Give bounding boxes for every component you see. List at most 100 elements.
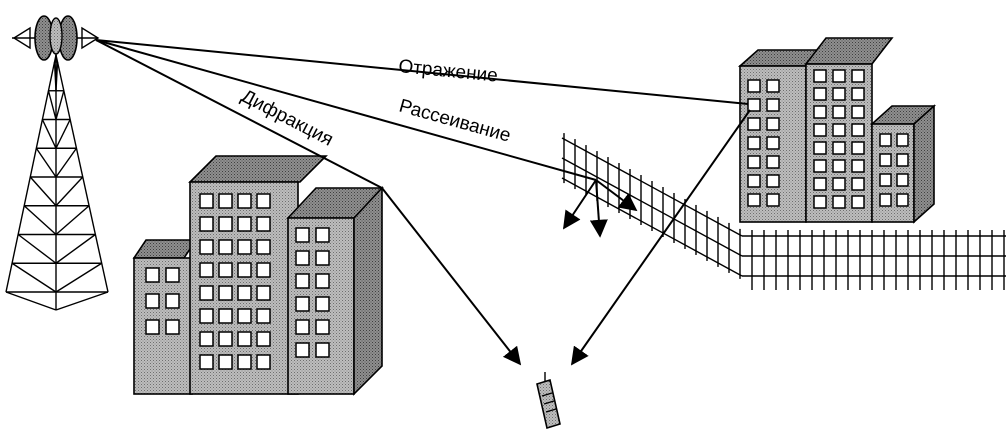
window bbox=[832, 141, 846, 155]
window bbox=[199, 193, 214, 209]
diffraction-ray bbox=[95, 39, 383, 189]
window bbox=[747, 155, 761, 169]
window bbox=[813, 123, 827, 137]
window bbox=[851, 159, 865, 173]
window bbox=[218, 262, 233, 278]
window bbox=[256, 285, 271, 301]
window bbox=[832, 69, 846, 83]
window bbox=[199, 239, 214, 255]
window bbox=[199, 262, 214, 278]
window bbox=[813, 87, 827, 101]
window bbox=[766, 193, 780, 207]
window bbox=[218, 308, 233, 324]
left-buildings bbox=[132, 155, 384, 396]
window bbox=[295, 319, 310, 335]
window bbox=[766, 136, 780, 150]
window bbox=[237, 354, 252, 370]
window bbox=[256, 331, 271, 347]
window bbox=[237, 285, 252, 301]
window bbox=[813, 159, 827, 173]
window bbox=[199, 308, 214, 324]
radio-tower bbox=[5, 15, 109, 311]
scattering-label: Рассеивание bbox=[397, 96, 513, 147]
window bbox=[237, 331, 252, 347]
scattering-ray bbox=[95, 39, 597, 181]
window bbox=[218, 354, 233, 370]
window bbox=[315, 342, 330, 358]
window bbox=[747, 98, 761, 112]
window bbox=[832, 177, 846, 191]
window bbox=[237, 308, 252, 324]
window bbox=[145, 267, 160, 283]
window bbox=[237, 262, 252, 278]
window bbox=[315, 273, 330, 289]
mobile-phone-icon bbox=[536, 372, 561, 430]
window bbox=[295, 250, 310, 266]
window bbox=[315, 319, 330, 335]
window bbox=[237, 216, 252, 232]
window bbox=[747, 117, 761, 131]
window bbox=[295, 342, 310, 358]
window bbox=[747, 136, 761, 150]
window bbox=[199, 331, 214, 347]
window bbox=[199, 216, 214, 232]
window bbox=[879, 193, 892, 207]
window bbox=[766, 174, 780, 188]
antenna-head-icon bbox=[12, 15, 100, 62]
window bbox=[851, 87, 865, 101]
window bbox=[896, 133, 909, 147]
window bbox=[315, 296, 330, 312]
reflection-ray bbox=[95, 39, 749, 105]
window bbox=[851, 69, 865, 83]
window bbox=[199, 354, 214, 370]
window bbox=[218, 193, 233, 209]
window bbox=[165, 293, 180, 309]
diffraction-label: Дифракция bbox=[238, 86, 337, 151]
window bbox=[256, 262, 271, 278]
right-buildings bbox=[737, 37, 937, 224]
reflected-ray bbox=[570, 109, 751, 366]
window bbox=[851, 105, 865, 119]
window bbox=[256, 354, 271, 370]
window bbox=[747, 174, 761, 188]
window bbox=[832, 159, 846, 173]
window bbox=[832, 105, 846, 119]
window bbox=[218, 216, 233, 232]
window bbox=[218, 285, 233, 301]
window bbox=[256, 308, 271, 324]
window bbox=[851, 123, 865, 137]
window bbox=[832, 87, 846, 101]
window bbox=[315, 250, 330, 266]
window bbox=[851, 141, 865, 155]
window bbox=[295, 296, 310, 312]
window bbox=[145, 293, 160, 309]
window bbox=[879, 133, 892, 147]
window bbox=[747, 79, 761, 93]
window bbox=[256, 216, 271, 232]
window bbox=[879, 153, 892, 167]
signal-rays bbox=[95, 39, 751, 366]
diffracted-ray bbox=[381, 187, 522, 366]
window bbox=[896, 173, 909, 187]
window bbox=[145, 319, 160, 335]
window bbox=[832, 195, 846, 209]
window bbox=[813, 177, 827, 191]
window bbox=[256, 193, 271, 209]
window bbox=[813, 105, 827, 119]
window bbox=[896, 193, 909, 207]
window bbox=[256, 239, 271, 255]
window bbox=[295, 227, 310, 243]
window bbox=[879, 173, 892, 187]
window bbox=[218, 331, 233, 347]
window bbox=[766, 98, 780, 112]
window bbox=[295, 273, 310, 289]
window bbox=[813, 195, 827, 209]
reflection-label: Отражение bbox=[398, 56, 499, 87]
window bbox=[832, 123, 846, 137]
window bbox=[813, 69, 827, 83]
window bbox=[237, 193, 252, 209]
window bbox=[813, 141, 827, 155]
window bbox=[165, 267, 180, 283]
window bbox=[851, 195, 865, 209]
